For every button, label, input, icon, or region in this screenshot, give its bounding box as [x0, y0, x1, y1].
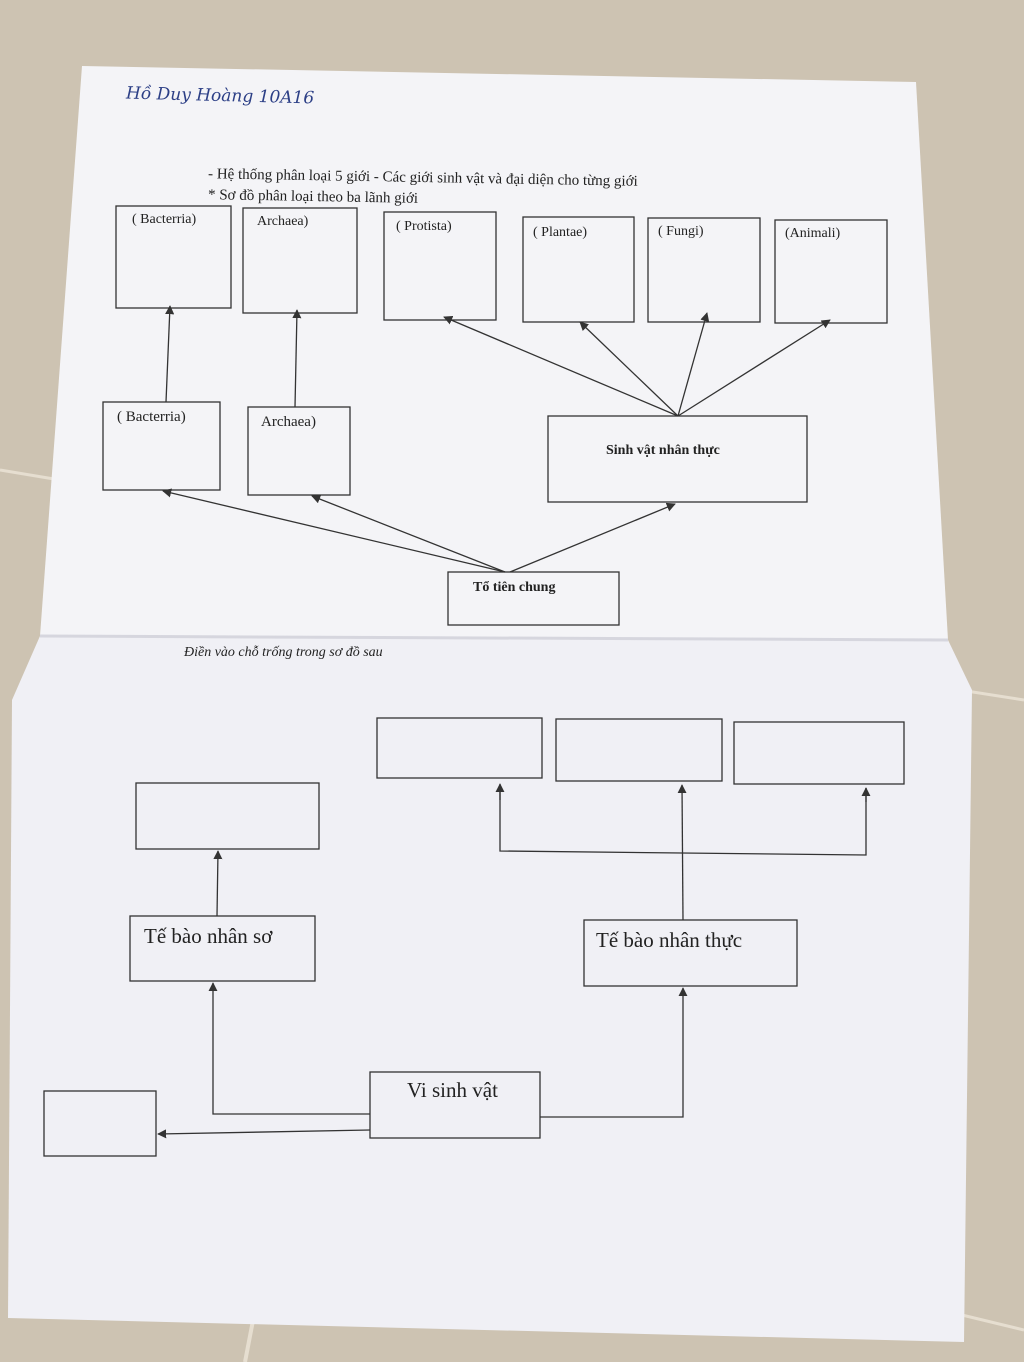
arrow-eukarya-fungi	[677, 312, 710, 417]
instruction-text: Điền vào chỗ trống trong sơ đồ sau	[184, 645, 383, 660]
blank-box-prokaryote	[135, 782, 320, 850]
label-domain-1: ( Bacterria)	[117, 409, 186, 425]
label-domain-3: Sinh vật nhân thực	[606, 443, 720, 458]
arrow-micro-to-left	[157, 1129, 371, 1139]
arrow-archaea-up	[292, 309, 302, 408]
blank-box-eukaryote-2	[555, 718, 723, 782]
arrow-root-bacteria	[162, 488, 506, 573]
heading-line-2: * Sơ đồ phân loại theo ba lãnh giới	[207, 187, 419, 207]
label-kingdom-4: ( Plantae)	[533, 225, 588, 240]
kingdom-box-plantae	[522, 216, 635, 323]
blank-box-eukaryote-3	[733, 721, 905, 785]
label-eukaryote: Tế bào nhân thực	[596, 928, 743, 952]
label-root: Tổ tiên chung	[473, 580, 556, 595]
blank-box-left	[43, 1090, 157, 1157]
domain-box-archaea	[247, 406, 351, 496]
kingdom-box-protista	[383, 211, 497, 321]
arrow-bacteria-up	[165, 305, 175, 403]
kingdom-box-animalia	[774, 219, 888, 324]
label-kingdom-5: ( Fungi)	[658, 224, 704, 239]
box-microorganism	[369, 1071, 541, 1139]
bracket-eukaryote-branches	[499, 786, 867, 856]
domain-box-bacteria	[102, 401, 221, 491]
label-microorganism: Vi sinh vật	[407, 1078, 498, 1102]
label-kingdom-1: ( Bacterria)	[132, 212, 197, 227]
label-kingdom-6: (Animali)	[785, 226, 841, 241]
arrow-eukarya-protista	[443, 316, 679, 417]
connector-micro-to-eukaryote	[540, 987, 688, 1118]
label-kingdom-2: Archaea)	[257, 214, 309, 229]
arrow-eukarya-plantae	[579, 321, 679, 417]
arrow-prokaryote-up	[213, 850, 223, 917]
box-prokaryote	[129, 915, 316, 982]
connector-micro-to-prokaryote	[208, 982, 370, 1115]
arrow-root-archaea	[311, 494, 506, 573]
arrow-eukarya-animalia	[677, 319, 831, 417]
root-box-common-ancestor	[447, 571, 620, 626]
label-domain-2: Archaea)	[261, 414, 316, 430]
arrow-root-eukarya	[509, 502, 676, 573]
label-prokaryote: Tế bào nhân sơ	[144, 924, 273, 948]
label-kingdom-3: ( Protista)	[396, 219, 452, 234]
box-eukaryote	[583, 919, 798, 987]
blank-box-eukaryote-1	[376, 717, 543, 779]
